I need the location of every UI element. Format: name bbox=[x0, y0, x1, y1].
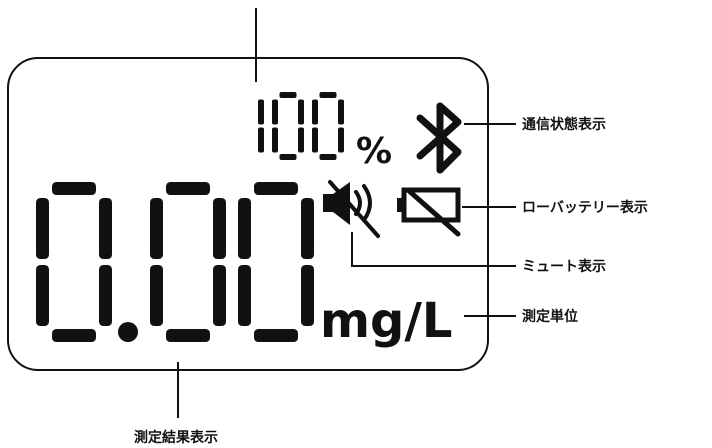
segment-measure-digit0-f bbox=[36, 198, 49, 259]
measure-decimal-point bbox=[118, 322, 138, 342]
segment-measure-digit0-c bbox=[99, 265, 112, 326]
unit-label: mg/L bbox=[320, 293, 453, 349]
measurement-digits bbox=[36, 182, 314, 342]
segment-measure-digit0-e bbox=[36, 265, 49, 326]
segment-measure-digit0-a bbox=[52, 182, 96, 195]
percent-sign: % bbox=[356, 131, 392, 172]
low-battery-icon bbox=[397, 187, 461, 237]
segment-measure-digit2-b bbox=[301, 198, 314, 259]
segment-measure-digit0-b bbox=[99, 198, 112, 259]
segment-percent-digit1-b bbox=[298, 99, 304, 125]
segment-percent-digit2-a bbox=[319, 92, 337, 98]
segment-measure-digit2-c bbox=[301, 265, 314, 326]
segment-percent-digit2-e bbox=[312, 127, 318, 153]
segment-percent-digit2-c bbox=[338, 127, 344, 153]
segment-measure-digit2-e bbox=[238, 265, 251, 326]
segment-percent-digit0-b bbox=[258, 99, 264, 125]
mute-leader-line bbox=[351, 232, 516, 267]
segment-percent-digit1-c bbox=[298, 127, 304, 153]
speaker-mute-icon bbox=[323, 180, 380, 238]
low-battery-label: ローバッテリー表示 bbox=[522, 199, 648, 216]
segment-measure-digit0-d bbox=[52, 329, 96, 342]
segment-percent-digit2-b bbox=[338, 99, 344, 125]
segment-percent-digit1-e bbox=[272, 127, 278, 153]
segment-percent-digit2-f bbox=[312, 99, 318, 125]
measurement-result-label: 測定結果表示 bbox=[134, 429, 218, 446]
segment-measure-digit2-f bbox=[238, 198, 251, 259]
segment-measure-digit1-d bbox=[166, 329, 210, 342]
bluetooth-icon bbox=[416, 102, 462, 174]
segment-measure-digit1-c bbox=[213, 265, 226, 326]
mute-label: ミュート表示 bbox=[522, 258, 606, 275]
segment-percent-digit1-a bbox=[279, 92, 297, 98]
segment-measure-digit1-b bbox=[213, 198, 226, 259]
lcd-frame bbox=[7, 57, 489, 371]
unit-callout-label: 測定単位 bbox=[522, 308, 578, 325]
segment-measure-digit1-a bbox=[166, 182, 210, 195]
segment-percent-digit1-d bbox=[279, 154, 297, 160]
segment-percent-digit0-c bbox=[258, 127, 264, 153]
segment-measure-digit2-d bbox=[254, 329, 298, 342]
battery-percent-digits bbox=[258, 92, 344, 160]
segment-measure-digit2-a bbox=[254, 182, 298, 195]
communication-status-label: 通信状態表示 bbox=[522, 116, 606, 133]
segment-percent-digit2-d bbox=[319, 154, 337, 160]
segment-measure-digit1-e bbox=[150, 265, 163, 326]
segment-percent-digit1-f bbox=[272, 99, 278, 125]
segment-measure-digit1-f bbox=[150, 198, 163, 259]
